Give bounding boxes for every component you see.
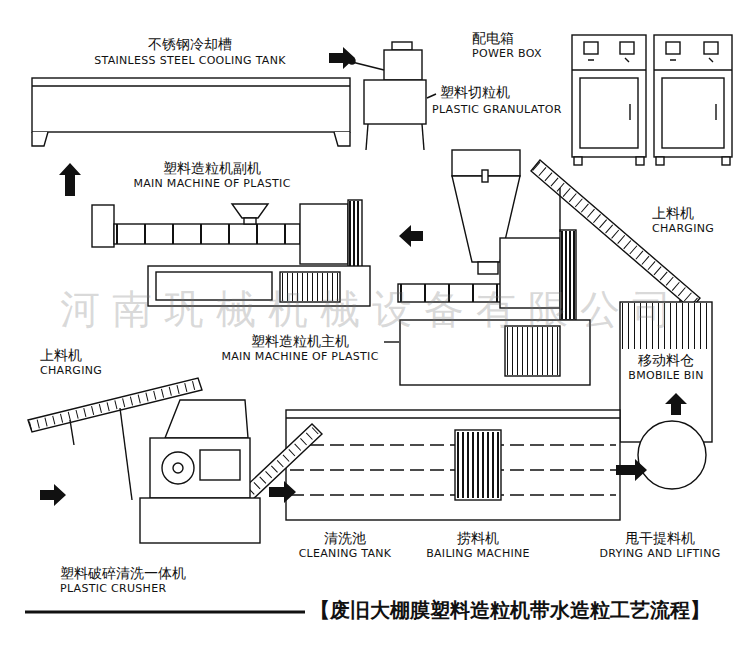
label-holder: 塑料破碎清洗一体机 — [60, 565, 186, 581]
machine-label: STAINLESS STEEL COOLING TANK — [94, 55, 285, 68]
machine-area: 上料机 CHARGING — [600, 172, 740, 290]
machine-label: 塑料造粒机副机 — [163, 160, 261, 176]
machine-area: 捞料机BAILING MACHINE — [450, 426, 508, 504]
flow-arrow — [665, 393, 687, 415]
machine-label: PLASTIC GRANULATOR — [432, 104, 562, 117]
machine-area: 甩干提料机DRYING AND LIFTING — [648, 416, 740, 516]
flow-arrow — [399, 225, 423, 247]
machine-label: 塑料破碎清洗一体机 — [60, 565, 186, 581]
machine-label: 塑料切粒机 — [440, 84, 510, 100]
machine-label: POWER BOX — [472, 48, 542, 61]
label-holder: BAILING MACHINE — [426, 548, 530, 561]
machine-area: 清洗池CLEANING TANK捞料机BAILING MACHINE — [297, 405, 615, 525]
machine-area: 塑料切粒机PLASTIC GRANULATOR — [356, 40, 456, 150]
flow-arrow — [269, 481, 296, 503]
label-holder: 捞料机 — [457, 530, 499, 546]
caption: 【废旧大棚膜塑料造粒机带水造粒工艺流程】 — [310, 599, 710, 622]
label-holder: CHARGING — [652, 223, 714, 236]
label-holder: 塑料切粒机 — [440, 84, 510, 100]
watermark: 河南巩械机械设备有限公司 — [60, 286, 684, 332]
label-holder: POWER BOX — [472, 48, 542, 61]
machine-label: CLEANING TANK — [299, 548, 392, 561]
label-holder: 甩干提料机 — [625, 530, 695, 546]
label-holder: 【废旧大棚膜塑料造粒机带水造粒工艺流程】 — [310, 599, 710, 622]
flow-arrow — [59, 163, 81, 196]
label-holder: PLASTIC GRANULATOR — [432, 104, 562, 117]
machine-label: 捞料机 — [457, 530, 499, 546]
label-holder: BMOBILE BIN — [626, 370, 705, 383]
machine-area: 上料机 CHARGING — [22, 345, 132, 385]
machine-label: CHARGING — [40, 365, 102, 378]
label-holder: PLASTIC CRUSHER — [60, 583, 166, 596]
machine-label: 上料机 — [40, 347, 82, 363]
machine-label: 上料机 — [652, 205, 694, 221]
machine-label: MAIN MACHINE OF PLASTIC — [133, 178, 290, 191]
machine-area: 塑料造粒机主机MAIN MACHINE OF PLASTIC — [424, 148, 596, 388]
machine-label: BMOBILE BIN — [626, 370, 705, 383]
label-holder: DRYING AND LIFTING — [600, 548, 721, 561]
machine-label: 不锈钢冷却槽 — [148, 36, 232, 52]
machine-area: 不锈钢冷却槽 STAINLESS STEEL COOLING TANK — [28, 35, 328, 162]
flow-arrow — [329, 47, 355, 69]
machine-label: CHARGING — [652, 223, 714, 236]
machine-label: 移动料仓 — [636, 352, 696, 368]
label-holder: STAINLESS STEEL COOLING TANK — [94, 55, 285, 68]
machine-label: 塑料造粒机主机 — [251, 333, 349, 349]
machine-label: 配电箱 — [472, 30, 514, 46]
label-holder: 不锈钢冷却槽 — [148, 36, 232, 52]
label-holder: MAIN MACHINE OF PLASTIC — [133, 178, 290, 191]
machine-label: PLASTIC CRUSHER — [60, 583, 166, 596]
machine-label: 甩干提料机 — [625, 530, 695, 546]
machine-label: 清洗池 — [324, 530, 366, 546]
machine-label: DRYING AND LIFTING — [600, 548, 721, 561]
label-holder: 塑料造粒机副机 — [163, 160, 261, 176]
label-holder: 清洗池 — [324, 530, 366, 546]
flow-arrow — [616, 459, 647, 481]
machine-area: 配电箱 POWER BOX — [462, 25, 742, 147]
machine-area: 塑料破碎清洗一体机PLASTIC CRUSHER — [22, 392, 268, 560]
label-holder: CLEANING TANK — [299, 548, 392, 561]
label-holder: CHARGING — [40, 365, 102, 378]
label-holder: 上料机 — [652, 205, 694, 221]
label-holder: 塑料造粒机主机 — [251, 333, 349, 349]
label-holder: 上料机 — [40, 347, 82, 363]
label-holder: MAIN MACHINE OF PLASTIC — [221, 351, 378, 364]
label-holder: 河南巩械机械设备有限公司 — [60, 286, 684, 332]
machine-label: BAILING MACHINE — [426, 548, 530, 561]
label-holder: 移动料仓 — [636, 352, 696, 368]
machine-label: MAIN MACHINE OF PLASTIC — [221, 351, 378, 364]
label-holder: 配电箱 — [472, 30, 514, 46]
